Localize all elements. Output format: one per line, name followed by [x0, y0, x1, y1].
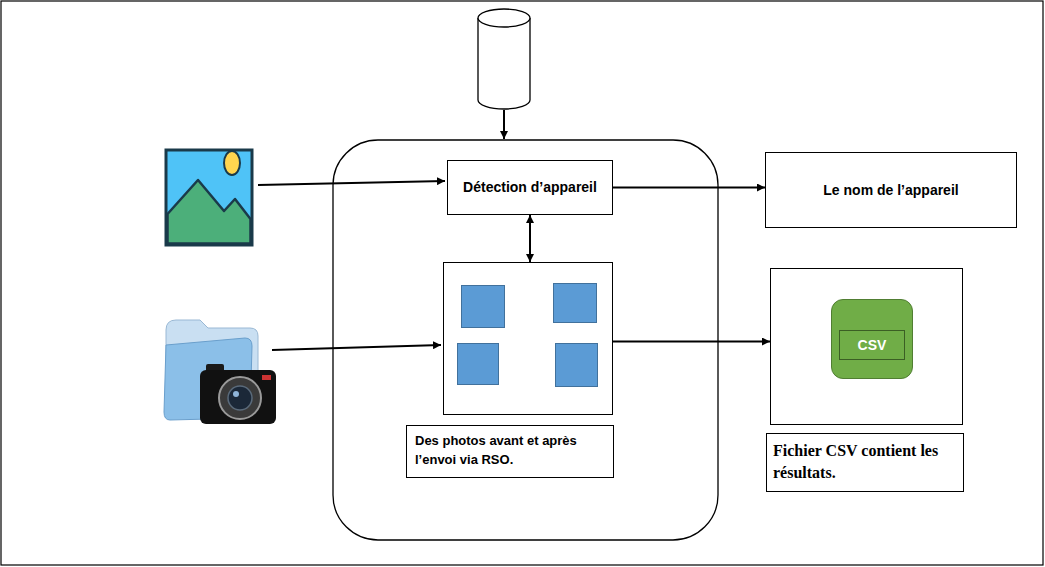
photo-thumbnail — [457, 343, 499, 385]
database-symbol — [478, 9, 530, 109]
flow-arrow — [529, 215, 531, 262]
photo-thumbnail — [553, 283, 597, 323]
photo-folder-icon — [164, 320, 276, 424]
output-box: Le nom de l’appareil — [765, 152, 1017, 228]
csv-output-box: CSVFichier CSV contient les résultats. — [770, 268, 963, 425]
caption-box: Des photos avant et après l’envoi via RS… — [406, 425, 614, 478]
photo-set-box: Des photos avant et après l’envoi via RS… — [443, 262, 613, 415]
image-icon — [166, 150, 252, 245]
flow-arrow — [613, 187, 765, 189]
box-label: Le nom de l’appareil — [823, 180, 958, 200]
csv-label-frame: CSV — [839, 330, 905, 360]
photo-thumbnail — [461, 285, 505, 328]
input-arrow — [272, 345, 441, 350]
flow-arrow — [613, 341, 770, 343]
caption-text: Fichier CSV contient les résultats. — [773, 440, 945, 483]
file-type-label: CSV — [858, 337, 887, 353]
photo-thumbnail — [555, 343, 598, 387]
box-label: Détection d’appareil — [463, 177, 597, 197]
input-arrow — [258, 181, 445, 185]
system-container — [333, 140, 718, 540]
caption-text: Des photos avant et après l’envoi via RS… — [415, 432, 605, 470]
process-box: Détection d’appareil — [447, 160, 613, 215]
csv-file-icon: CSV — [831, 299, 913, 379]
caption-box: Fichier CSV contient les résultats. — [766, 433, 964, 492]
database-arrow — [503, 110, 505, 139]
